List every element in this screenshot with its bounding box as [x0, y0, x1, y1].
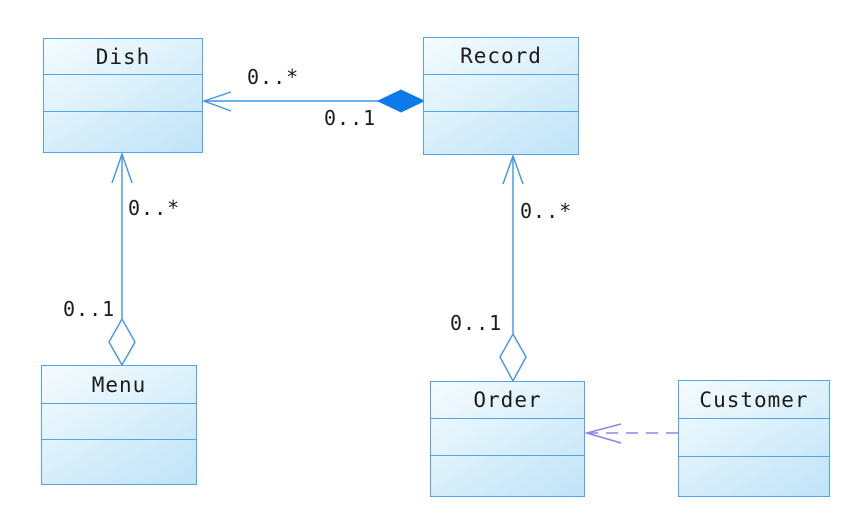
- class-record[interactable]: Record: [423, 37, 579, 155]
- class-name-label: Record: [460, 44, 542, 68]
- attributes-compartment: [44, 74, 202, 111]
- open-arrowhead-icon: [201, 91, 232, 112]
- operations-compartment: [424, 111, 578, 154]
- class-name-label: Dish: [95, 44, 151, 69]
- operations-compartment: [431, 455, 584, 496]
- multiplicity-label-record-end: 0..1: [324, 106, 377, 130]
- multiplicity-label-order-end: 0..1: [450, 311, 503, 335]
- composition-diamond-icon: [376, 89, 426, 113]
- class-order[interactable]: Order: [430, 381, 585, 497]
- attributes-compartment: [424, 74, 578, 111]
- class-name-label: Menu: [91, 372, 147, 397]
- open-arrowhead-icon: [502, 153, 524, 185]
- multiplicity-label-dish-end: 0..*: [128, 196, 181, 220]
- operations-compartment: [679, 456, 829, 496]
- operations-compartment: [42, 439, 196, 484]
- class-name-label: Customer: [699, 387, 809, 412]
- composition-record-dish[interactable]: [201, 89, 426, 113]
- multiplicity-label-menu-end: 0..1: [63, 297, 116, 321]
- dependency-arrowhead-icon: [584, 423, 622, 444]
- dependency-customer-order[interactable]: [584, 423, 678, 444]
- aggregation-menu-dish[interactable]: [108, 151, 136, 367]
- aggregation-order-record[interactable]: [499, 153, 527, 383]
- multiplicity-label-dish-end: 0..*: [247, 65, 300, 89]
- aggregation-diamond-icon: [108, 317, 136, 367]
- class-dish[interactable]: Dish: [43, 38, 203, 153]
- operations-compartment: [44, 111, 202, 152]
- aggregation-diamond-icon: [499, 332, 527, 383]
- class-menu[interactable]: Menu: [41, 365, 197, 485]
- class-customer[interactable]: Customer: [678, 380, 830, 497]
- class-name-label: Order: [473, 388, 542, 412]
- multiplicity-label-record-end: 0..*: [520, 199, 573, 223]
- attributes-compartment: [679, 418, 829, 456]
- attributes-compartment: [431, 418, 584, 455]
- attributes-compartment: [42, 403, 196, 439]
- open-arrowhead-icon: [111, 151, 133, 184]
